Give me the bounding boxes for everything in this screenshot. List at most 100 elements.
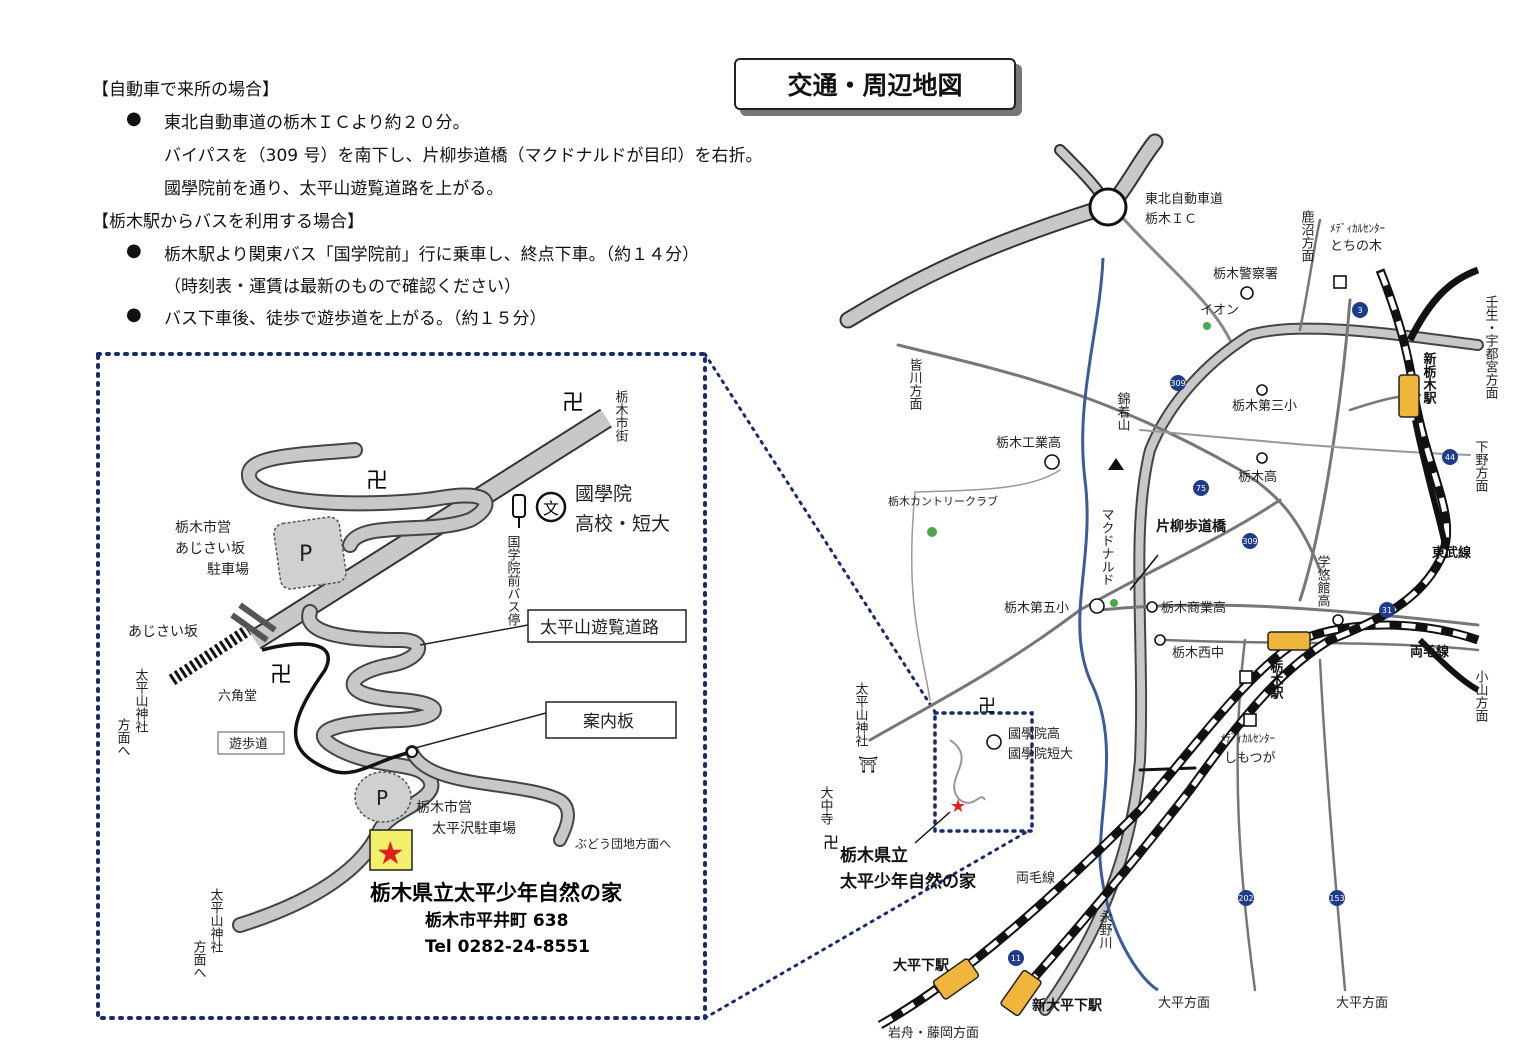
school-icon [535,491,567,523]
svg-text:大平下駅: 大平下駅 [893,957,950,974]
svg-text:壬生・宇都宮方面: 壬生・宇都宮方面 [1483,295,1499,399]
label-parking2b: 太平沢駐車場 [432,820,516,837]
svg-text:しもつが: しもつが [1224,751,1275,766]
label-shrine: 太平山神社 [133,668,149,733]
yuhodo-box [217,731,285,755]
svg-text:マクドナルド: マクドナルド [1099,508,1114,586]
svg-text:錦着山: 錦着山 [1115,391,1131,431]
svg-text:新大平下駅: 新大平下駅 [1032,997,1103,1014]
car-line-3: 國學院前を通り、太平山遊覧道路を上がる。 [164,179,504,199]
label-yuhodo: 遊歩道 [229,737,268,752]
svg-text:新栃木駅: 新栃木駅 [1421,351,1438,405]
temple-icon: 卍 [366,469,388,494]
svg-text:両毛線: 両毛線 [1016,870,1055,886]
ic-circle [1088,187,1128,227]
station-ohirashita [932,958,980,1000]
bullet: ● [126,108,142,129]
svg-text:國學院短大: 國學院短大 [1008,747,1073,762]
green-dot [1203,322,1211,330]
bus-stop-icon [512,494,526,518]
route-shields [1008,302,1458,966]
svg-text:⛩: ⛩ [858,755,878,774]
svg-text:永野川: 永野川 [1097,910,1113,949]
mountain-icon [1108,458,1124,470]
svg-text:44: 44 [1445,453,1455,462]
svg-text:卍: 卍 [823,833,839,852]
svg-text:ﾒﾃﾞｨｶﾙｾﾝﾀｰ: ﾒﾃﾞｨｶﾙｾﾝﾀｰ [1220,732,1275,745]
school-icon [1332,614,1344,626]
walking-trail [261,642,413,775]
station-shin-ohirashita [1000,969,1042,1017]
inset-border [933,711,1034,833]
svg-text:小山方面: 小山方面 [1473,670,1489,722]
parking-ohirazawa [354,771,412,823]
svg-text:太平少年自然の家: 太平少年自然の家 [840,871,976,892]
svg-text:11: 11 [1011,954,1021,963]
svg-text:栃木県立: 栃木県立 [840,845,908,866]
svg-text:栃木駅: 栃木駅 [1268,659,1285,700]
svg-text:栃木第三小: 栃木第三小 [1232,399,1297,414]
label-parking1: 栃木市営 [175,519,231,536]
bus-heading: 【栃木駅からバスを利用する場合】 [92,212,364,232]
svg-text:栃木高: 栃木高 [1238,469,1277,485]
bus-line-2: （時刻表・運賃は最新のもので確認ください） [164,277,521,297]
svg-text:東北自動車道: 東北自動車道 [1145,191,1223,207]
svg-text:両毛線: 両毛線 [1410,644,1450,660]
bus-line-1: 栃木駅より関東バス「国学院前」行に乗車し、終点下車。（約１４分） [164,245,700,265]
bullet: ● [126,304,142,325]
svg-text:栃木工業高: 栃木工業高 [996,435,1061,451]
svg-text:31: 31 [1382,606,1392,615]
svg-text:東武線: 東武線 [1432,545,1472,561]
river [1078,257,1159,992]
label-ajisai: あじさい坂 [128,624,198,640]
page-title: 交通・周辺地図 [734,58,1016,110]
yuran-road-box [527,609,687,643]
label-kokugakuin: 國學院 [575,483,632,505]
svg-text:皆川方面: 皆川方面 [907,358,923,410]
svg-text:片柳歩道橋: 片柳歩道橋 [1156,518,1227,535]
label-shrine-2: 太平山神社 [208,888,224,953]
svg-text:栃木第五小: 栃木第五小 [1004,601,1069,616]
route-shield [1008,950,1024,966]
label-tel: Tel 0282-24-8551 [425,937,590,957]
svg-text:栃木商業高: 栃木商業高 [1161,600,1226,616]
label-budo: ぶどう団地方面へ [575,836,671,851]
winding-road [232,442,575,933]
facility-marker [369,829,413,871]
school-icon [986,734,1002,750]
svg-text:75: 75 [1196,484,1206,493]
label-annai: 案内板 [583,712,634,732]
annai-point [406,746,418,758]
label-city-street: 栃木市街 [613,390,629,442]
police-icon [1240,286,1254,300]
svg-text:153: 153 [1329,894,1344,903]
svg-text:学悠館高: 学悠館高 [1315,554,1331,607]
connector-line [703,828,1032,1020]
svg-text:309: 309 [1170,379,1185,388]
star-icon: ★ [376,834,405,872]
car-heading: 【自動車で来所の場合】 [92,80,279,100]
svg-text:太平山神社: 太平山神社 [853,682,869,747]
hospital-icon [1239,670,1253,684]
route-shield [1352,302,1368,318]
school-icon [1146,601,1158,613]
svg-text:鹿沼方面: 鹿沼方面 [1299,209,1315,262]
hospital-icon [1243,713,1257,727]
school-icon [1044,454,1060,470]
school-icon [1089,598,1105,614]
route-shield [1242,533,1258,549]
svg-text:卍: 卍 [978,696,996,717]
connector-line [703,352,937,714]
car-line-1: 東北自動車道の栃木ＩＣより約２０分。 [164,113,470,133]
ajisai-stairs [168,602,277,686]
label-parking1c: 駐車場 [207,561,249,578]
route-shield [1170,375,1186,391]
school-icon [1256,384,1268,396]
svg-text:3: 3 [1357,306,1362,315]
school-icon [1256,452,1268,464]
star-icon: ★ [950,796,966,817]
route-shield [1329,890,1345,906]
parking-ajisai [273,516,347,590]
detail-map-border [96,352,707,1020]
